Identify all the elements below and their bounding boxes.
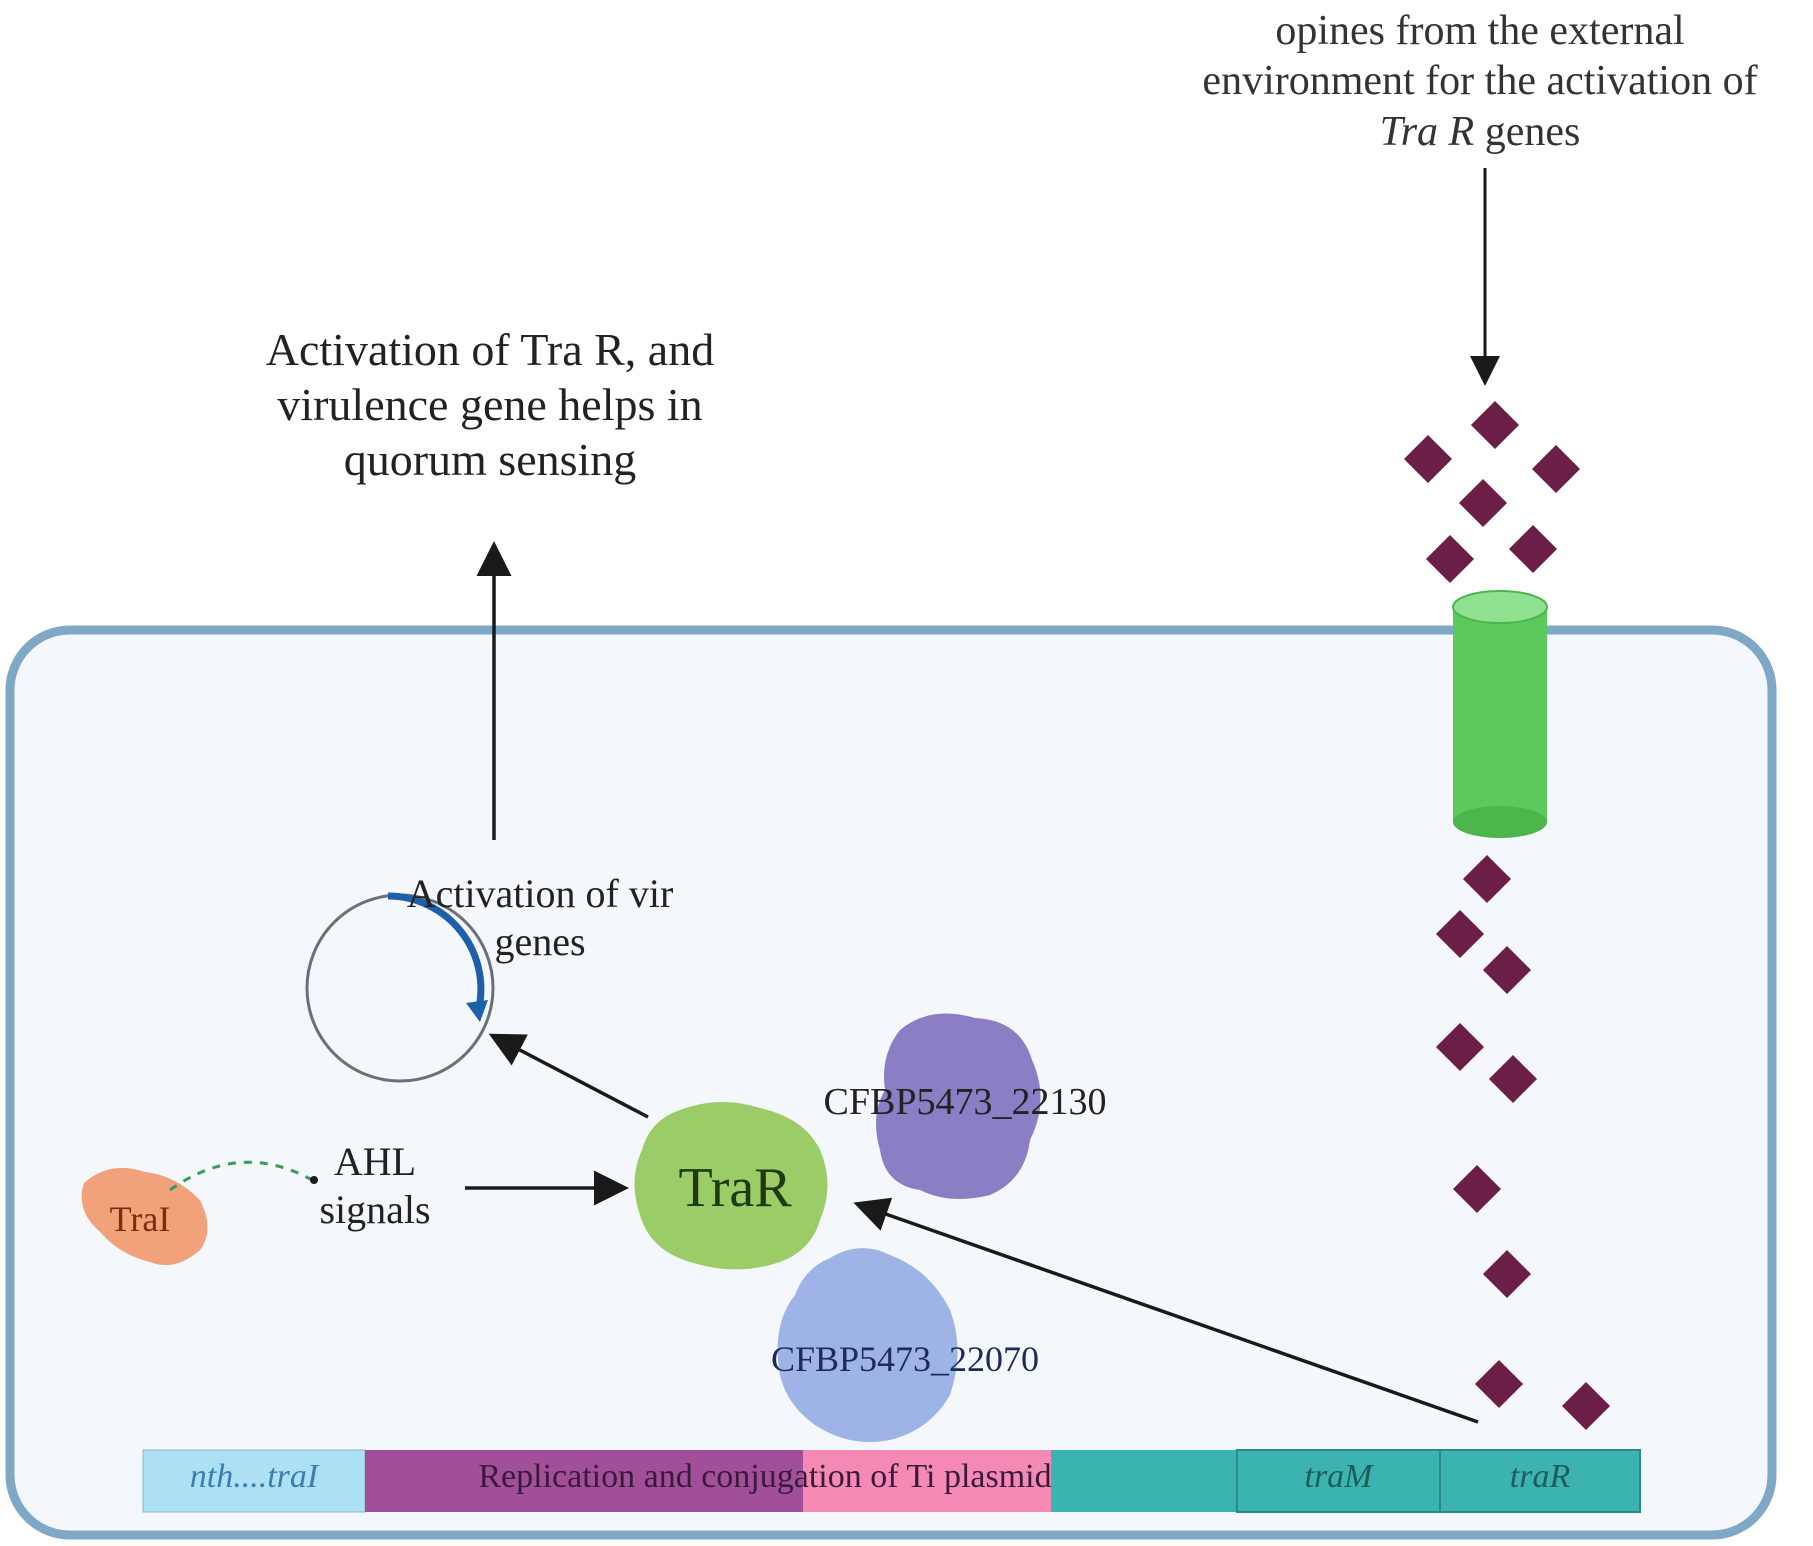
- ahl-line-1: AHL: [333, 1139, 417, 1184]
- plasmid-gene-bar: [142, 1449, 1641, 1513]
- bar-segment-conjugation: [803, 1450, 1051, 1512]
- opine-diamond: [1531, 444, 1581, 494]
- bar-segment-replication: [365, 1450, 803, 1512]
- bar-label-tram: traM: [1304, 1458, 1373, 1495]
- opines-outside: [1403, 400, 1581, 584]
- opine-diamond: [1508, 524, 1558, 574]
- opine-channel: [1452, 590, 1548, 838]
- opine-diamond: [1403, 434, 1453, 484]
- opines-line-3: Tra R genes: [1150, 107, 1810, 157]
- trar-label: TraR: [678, 1157, 792, 1219]
- quorum-line-1: Activation of Tra R, and: [265, 324, 715, 375]
- bar-segment-trar: [1439, 1449, 1641, 1513]
- vir-genes-label: Activation of vir genes: [350, 870, 730, 966]
- cfbp-upper-label: CFBP5473_22130: [823, 1081, 1107, 1123]
- opines-line-3-italic: Tra R: [1379, 108, 1475, 155]
- quorum-line-2: virulence gene helps in: [277, 379, 703, 431]
- tral-label: TraI: [109, 1199, 171, 1239]
- bar-label-nth-tral: nth....traI: [189, 1458, 319, 1495]
- vir-plasmid-circle: [305, 892, 495, 1083]
- vir-line-2: genes: [494, 919, 586, 964]
- opine-diamond: [1425, 534, 1475, 584]
- tral-blob: [81, 1167, 208, 1266]
- ahl-line-2: signals: [319, 1187, 431, 1232]
- opines-annotation: opines from the external environment for…: [1150, 6, 1810, 157]
- bar-segment-teal-1: [1051, 1450, 1237, 1512]
- opine-diamond: [1470, 400, 1520, 450]
- opines-line-2: environment for the activation of: [1202, 58, 1758, 105]
- opines-line-1: opines from the external: [1275, 8, 1685, 54]
- opine-diamond: [1458, 478, 1508, 528]
- cfbp-lower-label: CFBP5473_22070: [770, 1339, 1040, 1379]
- quorum-sensing-label: Activation of Tra R, and virulence gene …: [170, 322, 810, 488]
- bar-label-replication: Replication and conjugation of Ti plasmi…: [478, 1458, 1052, 1495]
- opines-line-3-rest: genes: [1474, 108, 1581, 155]
- ahl-dashed-curve: [169, 1160, 313, 1192]
- trar-to-vir-arrow: [488, 1033, 649, 1119]
- quorum-line-3: quorum sensing: [343, 434, 637, 486]
- cfbp-upper-blob: [876, 1013, 1041, 1199]
- bar-label-trar: traR: [1509, 1458, 1571, 1495]
- trar-blob: [634, 1101, 828, 1270]
- ahl-signals-label: AHL signals: [290, 1138, 460, 1234]
- vir-line-1: Activation of vir: [406, 871, 674, 916]
- trar-gene-to-protein-arrow: [853, 1197, 1479, 1424]
- cfbp-lower-blob: [777, 1248, 958, 1443]
